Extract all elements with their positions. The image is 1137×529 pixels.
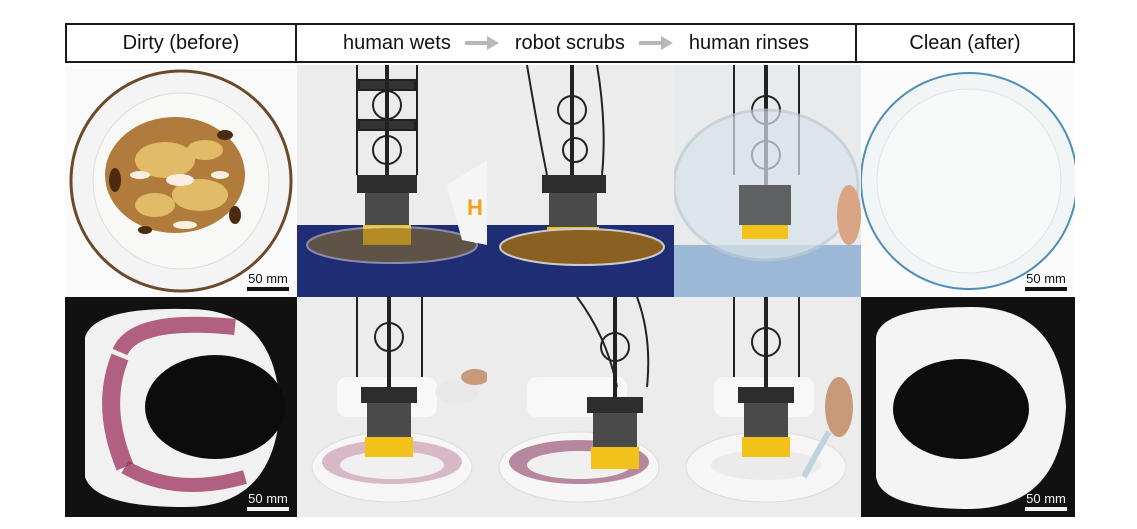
scale-bar: 50 mm	[1025, 272, 1067, 291]
clean-seat-image	[861, 297, 1075, 517]
scale-bar-line	[247, 287, 289, 291]
arrow-right-icon	[464, 36, 501, 50]
photo-plate-wets: H	[297, 65, 487, 297]
scale-bar-line	[1025, 287, 1067, 291]
photo-seat-dirty: 50 mm	[65, 297, 297, 517]
clean-plate-image	[861, 72, 1075, 290]
scale-bar-line	[1025, 507, 1067, 511]
scale-bar: 50 mm	[247, 492, 289, 511]
scale-bar: 50 mm	[247, 272, 289, 291]
header-dirty-label: Dirty (before)	[67, 25, 297, 61]
svg-text:H: H	[467, 195, 483, 220]
photo-plate-dirty: 50 mm	[65, 65, 297, 297]
scale-bar-label: 50 mm	[248, 271, 288, 286]
scale-bar-label: 50 mm	[1026, 271, 1066, 286]
photo-seat-rinses	[674, 297, 861, 517]
scale-bar: 50 mm	[1025, 492, 1067, 511]
arrow-right-icon	[638, 36, 675, 50]
photo-plate-rinses	[674, 65, 861, 297]
robot-arm-graphic	[356, 65, 418, 175]
step-robot-scrubs: robot scrubs	[514, 31, 625, 54]
scale-bar-label: 50 mm	[248, 491, 288, 506]
photo-plate-scrubs	[487, 65, 674, 297]
scale-bar-label: 50 mm	[1026, 491, 1066, 506]
step-human-rinses: human rinses	[688, 31, 809, 54]
photo-grid: 50 mm H	[65, 65, 1075, 517]
dirty-seat-image	[65, 297, 297, 517]
photo-seat-scrubs	[487, 297, 674, 517]
photo-seat-wets	[297, 297, 487, 517]
photo-plate-clean: 50 mm	[861, 65, 1075, 297]
step-human-wets: human wets	[343, 31, 451, 54]
photo-seat-clean: 50 mm	[861, 297, 1075, 517]
scale-bar-line	[247, 507, 289, 511]
header-steps: human wets robot scrubs human rinses	[297, 25, 857, 61]
dirty-plate-image	[69, 69, 293, 293]
header-clean-label: Clean (after)	[909, 31, 1021, 54]
header-bar: Dirty (before) human wets robot scrubs h…	[65, 23, 1075, 63]
